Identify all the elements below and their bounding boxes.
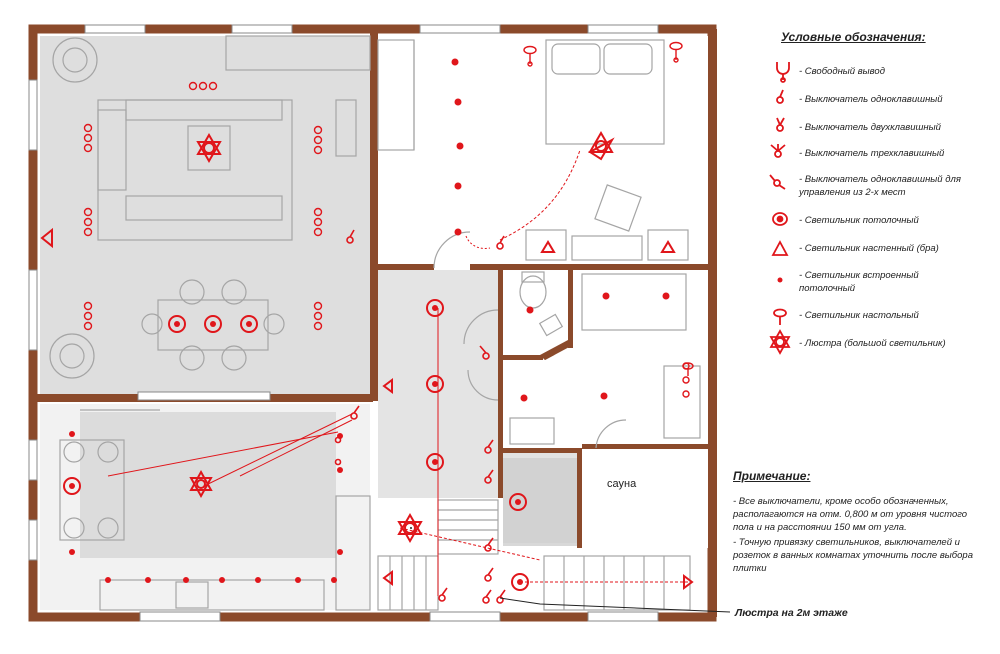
switch-3-icon <box>770 144 786 158</box>
legend-table-lamp: - Светильник настольный <box>799 310 919 321</box>
legend-switch-2: - Выключатель двухклавишный <box>799 122 941 133</box>
bath-floor <box>503 360 708 448</box>
recessed-lights <box>69 58 670 583</box>
shower-tiles <box>503 453 577 543</box>
wall-lights <box>40 227 694 590</box>
note-line-1: - Все выключатели, кроме особо обозначен… <box>733 496 968 533</box>
inner-walls-2 <box>370 29 717 617</box>
switch-2-icon <box>776 117 785 132</box>
room-label-sauna: сауна <box>607 478 637 490</box>
wall-light-groups <box>83 81 690 398</box>
table-lamps <box>523 41 694 376</box>
legend-chandelier: - Люстра (большой светильник) <box>799 338 946 349</box>
table-lamp-icon <box>773 308 787 325</box>
legend-symbols <box>769 62 791 355</box>
chandelier-icon <box>769 329 791 355</box>
wall-light-icon <box>771 240 789 256</box>
legend-switch-3: - Выключатель трехклавишный <box>799 148 945 159</box>
sauna-floor <box>587 449 708 548</box>
legend-switch-2place: - Выключатель одноклавишный для управлен… <box>799 174 961 198</box>
switch-1-icon <box>776 89 784 104</box>
wc-floor <box>503 270 568 355</box>
furniture <box>49 35 701 611</box>
ceiling-light-icon <box>772 212 788 226</box>
note-line-2: - Точную привязку светильников, выключат… <box>733 537 973 574</box>
ceiling-lights <box>63 299 529 591</box>
legend-switch-1: - Выключатель одноклавишный <box>799 94 943 105</box>
free-output-icon <box>776 62 790 83</box>
chandeliers <box>189 131 615 543</box>
switches <box>334 229 506 604</box>
legend-title: Условные обозначения: <box>781 30 926 44</box>
legend-ceiling-light: - Светильник потолочный <box>799 215 919 226</box>
note-title: Примечание: <box>733 469 811 483</box>
bedroom-floor <box>378 36 708 264</box>
living-room-floor <box>40 36 370 394</box>
wiring <box>107 149 690 596</box>
legend-recessed-light: - Светильник встроенный потолочный <box>799 270 919 294</box>
recessed-light-icon <box>777 277 783 283</box>
bath2-floor <box>573 270 708 360</box>
legend-wall-light: - Светильник настенный (бра) <box>799 243 939 254</box>
callout-chandelier-2nd-floor: Люстра на 2м этаже <box>735 607 848 619</box>
legend-free-output: - Свободный вывод <box>799 66 885 77</box>
callout-leader <box>499 597 731 613</box>
switch-2place-icon <box>769 174 786 190</box>
